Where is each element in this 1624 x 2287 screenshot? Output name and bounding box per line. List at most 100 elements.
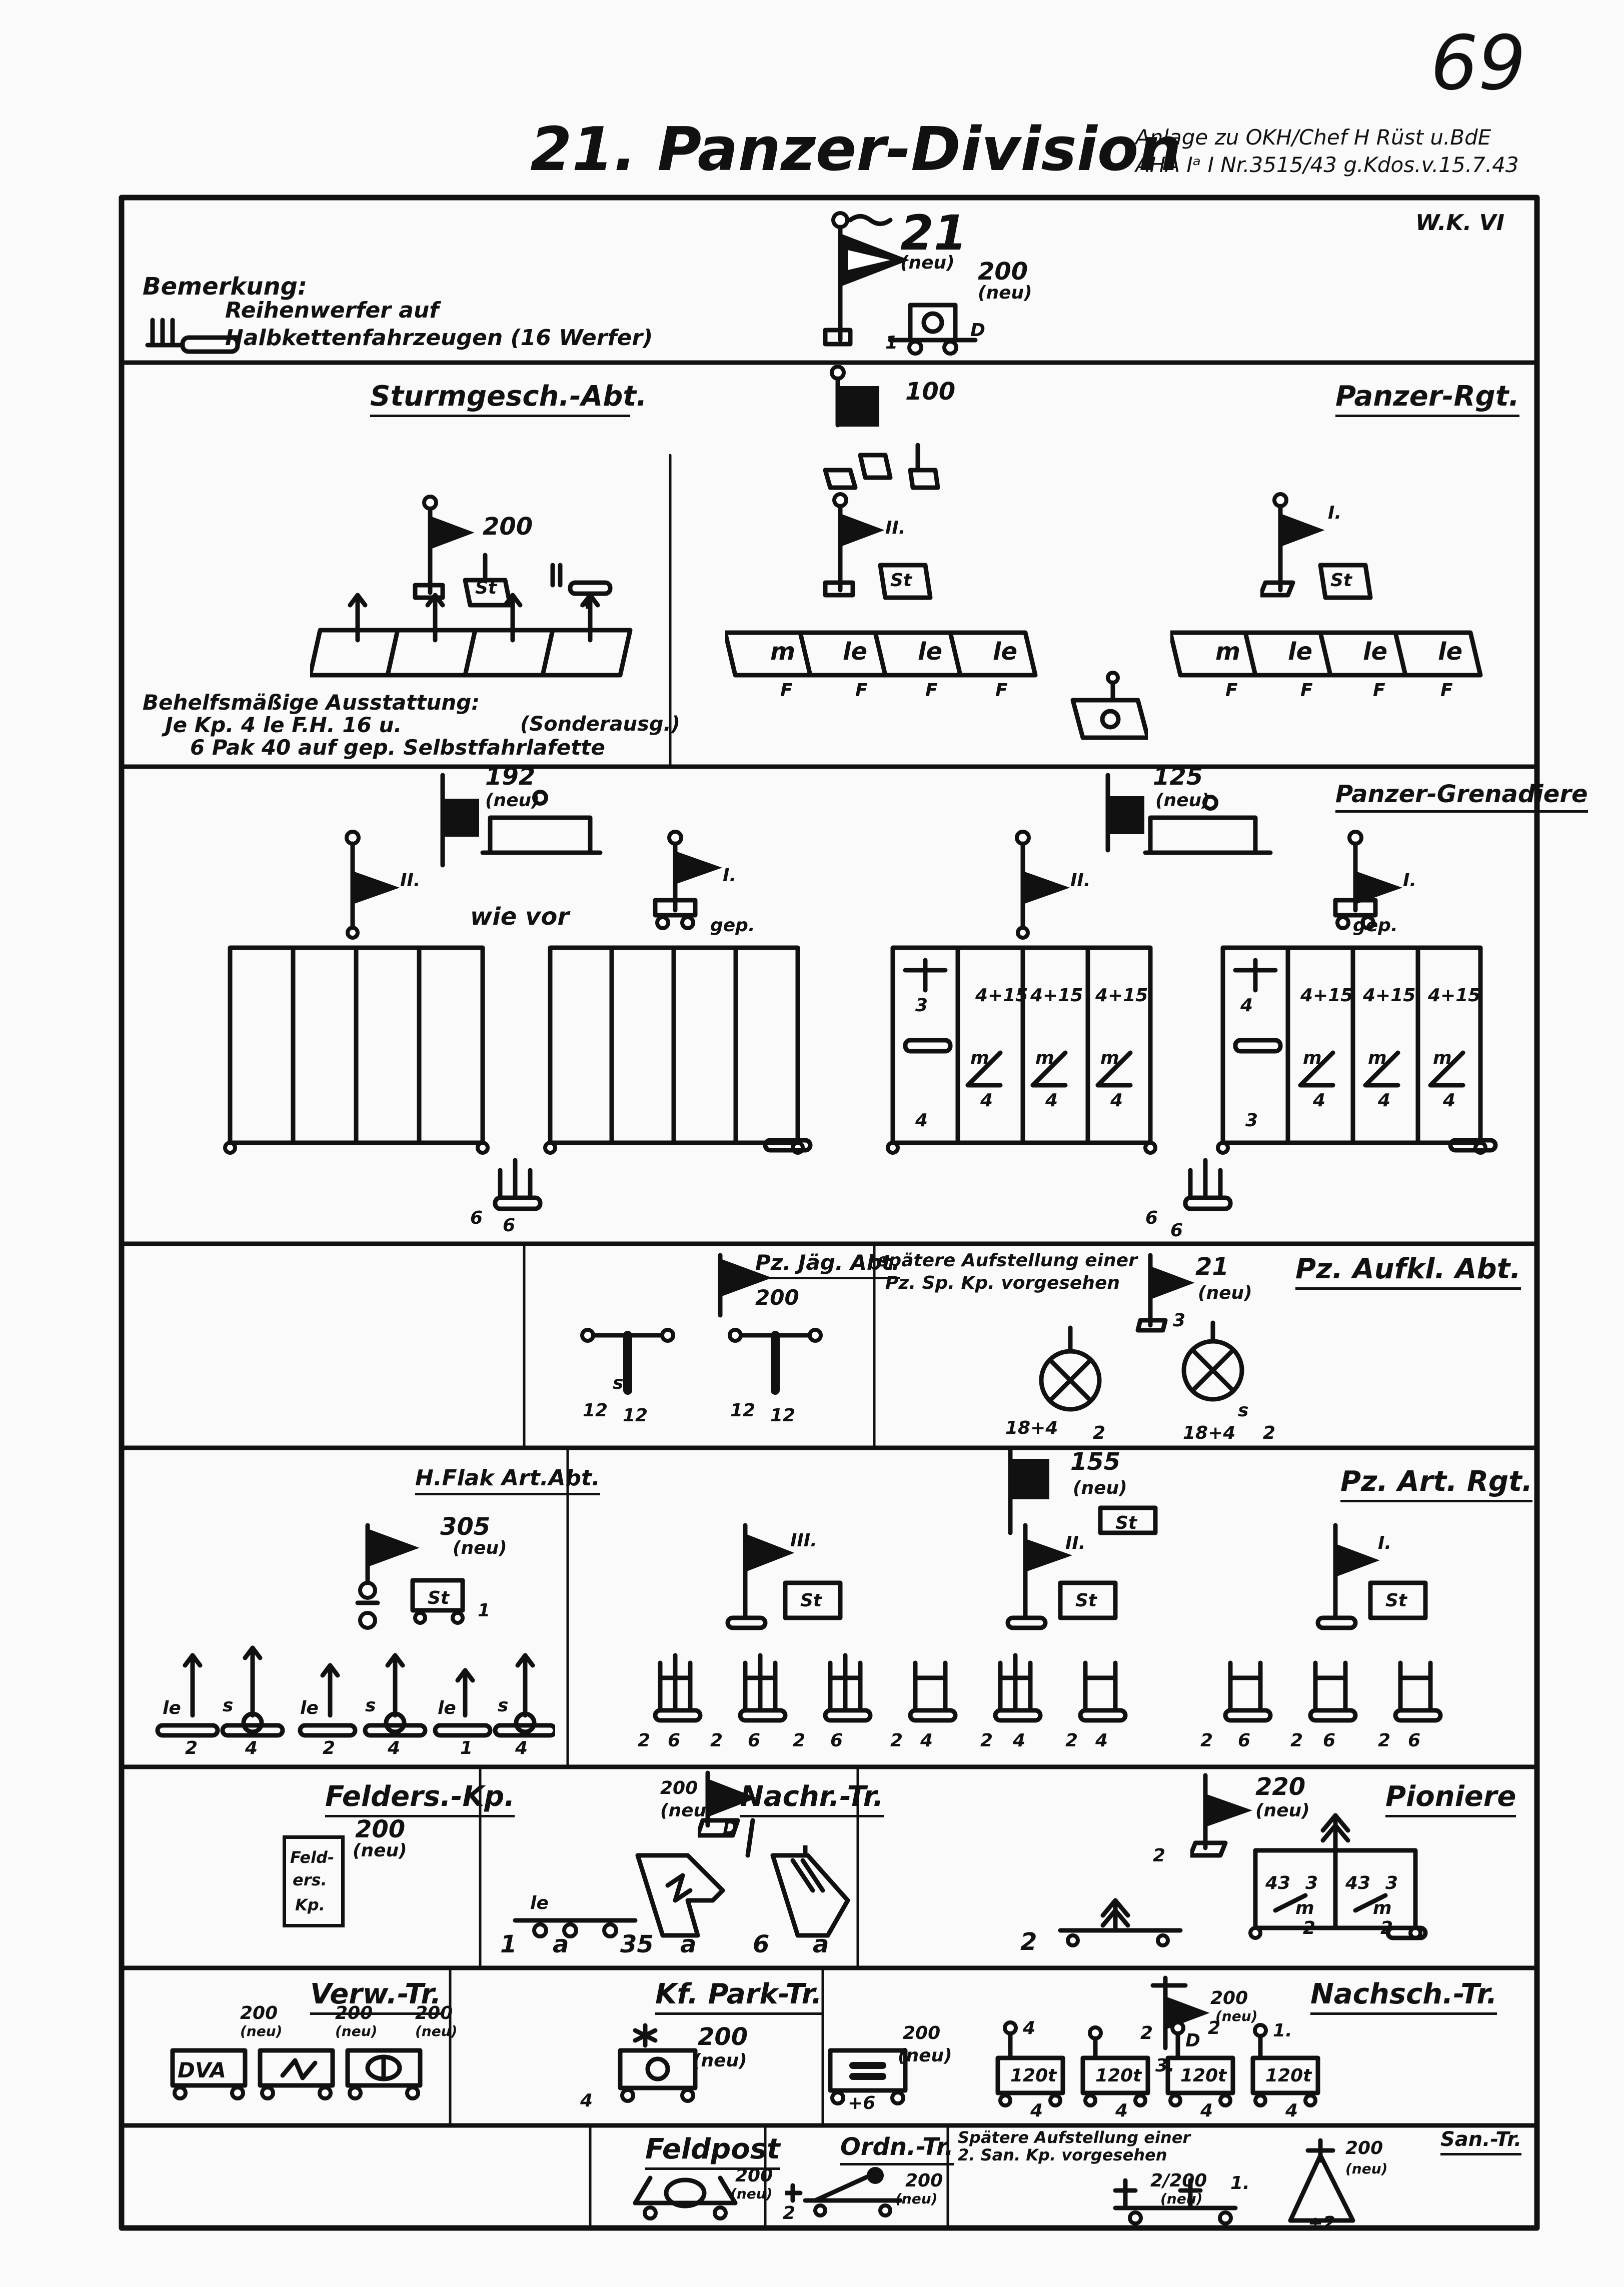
kfpark-neu: (neu)	[693, 2050, 747, 2071]
kfpark-n6: +6	[848, 2093, 876, 2113]
grenadier-b3-heavy-3: 3	[915, 995, 928, 1016]
art-g6-n4: 4	[1095, 1730, 1108, 1751]
pz-jag-12-4: 12	[770, 1405, 796, 1426]
grenadier-b3-m2: m	[1035, 1048, 1054, 1068]
san-plus2: +2	[1308, 2213, 1336, 2233]
verw-dva: DVA	[178, 2058, 227, 2082]
art-rgt-title: Pz. Art. Rgt.	[1340, 1465, 1533, 1502]
feldpost-title: Feldpost	[645, 2133, 780, 2170]
remark-line-2: Halbkettenfahrzeugen (16 Werfer)	[225, 325, 653, 351]
art-g1-n6: 6	[668, 1730, 681, 1751]
panzer-rgt-1-coy-2: le	[1288, 638, 1313, 666]
panzer-rgt-1-coy-3: le	[1363, 638, 1388, 666]
san-strength: 200	[1345, 2138, 1383, 2158]
grenadier-b4-m1: m	[1303, 1048, 1322, 1068]
nachsch-col-2-num: 2	[1208, 2018, 1221, 2038]
flak-le-3: le	[438, 1698, 456, 1718]
panzer-rgt-2-sub-2: F	[855, 680, 868, 701]
panzer-rgt-strength: 100	[905, 378, 956, 406]
kfpark-transport-icon	[828, 2048, 908, 2105]
nachsch-col-4-n4: 4	[1285, 2100, 1298, 2121]
panzer-rgt-2-st: St	[890, 570, 912, 591]
felders-box-line-1: Feld-	[290, 1848, 335, 1867]
felders-box-line-2: ers.	[293, 1870, 327, 1889]
pz-jag-12-2: 12	[623, 1405, 648, 1426]
kfpark-title: Kf. Park-Tr.	[655, 1978, 822, 2015]
art-g2-n6: 6	[748, 1730, 761, 1751]
pioniere-n2-b: 2	[1020, 1928, 1037, 1956]
panzer-rgt-1-sub-2: F	[1300, 680, 1313, 701]
verw-vehicles-icon	[170, 2048, 423, 2100]
feldpost-strength: 200	[735, 2165, 773, 2186]
kfpark-workshop-icon	[618, 2023, 698, 2103]
grenadier-wie-vor: wie vor	[470, 903, 569, 931]
art-g1-n2: 2	[638, 1730, 651, 1751]
grenadier-b4-coy1-weapons: 4+15	[1300, 985, 1353, 1006]
hq-strength: 200	[978, 258, 1028, 286]
flak-staff-st: St	[428, 1588, 450, 1608]
grenadier-reg2-bn1-label: I.	[1403, 870, 1417, 891]
panzer-rgt-2-coy-3: le	[918, 638, 943, 666]
nachsch-col-3-num: 3.	[1155, 2055, 1175, 2076]
wehrkreis-label: W.K. VI	[1415, 210, 1504, 236]
remark-line-1: Reihenwerfer auf	[225, 298, 439, 323]
flak-le-2: le	[300, 1698, 319, 1718]
sturmgesch-note-line-1: Je Kp. 4 le F.H. 16 u.	[165, 713, 402, 737]
nachsch-col-3-cap: 120t	[1180, 2065, 1227, 2086]
nachr-a1: a	[553, 1930, 569, 1958]
nachsch-col-4-cap: 120t	[1265, 2065, 1312, 2086]
panzer-rgt-1-sub-1: F	[1225, 680, 1238, 701]
panzer-rgt-2-coy-4: le	[993, 638, 1018, 666]
grenadier-reg1-neu: (neu)	[485, 790, 540, 811]
division-number: 21	[900, 205, 967, 261]
felders-title: Felders.-Kp.	[325, 1780, 515, 1817]
nachr-a3: a	[813, 1930, 829, 1958]
kfpark-transport-strength: 200	[903, 2023, 941, 2043]
hq-vehicle-icon	[888, 303, 978, 356]
art-bn1-st: St	[1385, 1590, 1407, 1611]
pioniere-n3-a: 3	[1305, 1873, 1318, 1893]
art-g9-n6: 6	[1408, 1730, 1421, 1751]
grenadier-b4-n4-2: 4	[1378, 1090, 1391, 1111]
pioniere-n2-d: 2	[1380, 1918, 1393, 1938]
pioniere-hq-flag-icon	[1190, 1773, 1253, 1858]
panzer-rgt-hq-flag-icon	[830, 365, 879, 428]
nachsch-n2: 2	[1140, 2023, 1153, 2043]
art-g2-n2: 2	[710, 1730, 723, 1751]
aufkl-neu: (neu)	[1198, 1283, 1252, 1303]
art-bn-flags-icon	[725, 1523, 1428, 1630]
document-title: 21. Panzer-Division	[530, 115, 1181, 185]
san-later-2: 2. San. Kp. vorgesehen	[958, 2145, 1167, 2164]
ordn-title: Ordn.-Tr.	[840, 2133, 954, 2165]
flak-n4-2: 4	[388, 1738, 401, 1758]
grenadier-b3-m1: m	[970, 1048, 989, 1068]
flak-s-3: s	[498, 1695, 509, 1716]
art-g8-n6: 6	[1323, 1730, 1336, 1751]
grenadier-b4-n4-1: 4	[1313, 1090, 1326, 1111]
pioniere-strength: 220	[1255, 1773, 1306, 1801]
grenadier-b4-coy3-weapons: 4+15	[1428, 985, 1481, 1006]
nachr-strength: 200	[660, 1778, 698, 1798]
pz-jag-s-1: s	[613, 1373, 624, 1393]
nachr-cable-truck-icon	[513, 1918, 638, 1938]
pioniere-m-a: m	[1295, 1898, 1314, 1918]
grenadier-b4-n4-3: 4	[1443, 1090, 1456, 1111]
nachsch-hq-flag-icon	[1150, 1975, 1210, 2050]
san-company-icon	[1288, 2138, 1355, 2223]
division-hq-flag-icon	[823, 211, 910, 347]
aufkl-s: s	[1238, 1400, 1249, 1421]
grenadier-reg2-guns-six-2: 6	[1170, 1220, 1183, 1241]
grenadier-reg1-guns-six-2: 6	[503, 1215, 516, 1236]
grenadier-bn-flags-icon	[345, 830, 1403, 940]
flak-neu: (neu)	[453, 1538, 507, 1558]
pz-jag-12-1: 12	[583, 1400, 608, 1421]
art-guns-icon	[653, 1653, 1443, 1723]
panzer-rgt-1-label: I.	[1328, 503, 1342, 523]
art-bn2-st: St	[1075, 1590, 1097, 1611]
sturmgesch-st-label: St	[475, 578, 497, 598]
grenadier-b4-coy2-weapons: 4+15	[1363, 985, 1416, 1006]
nachsch-col-2-n4: 4	[1115, 2100, 1128, 2121]
felders-box-line-3: Kp.	[295, 1895, 325, 1914]
nachr-d: D	[723, 1818, 738, 1838]
nachsch-col-3-n4: 4	[1200, 2100, 1213, 2121]
